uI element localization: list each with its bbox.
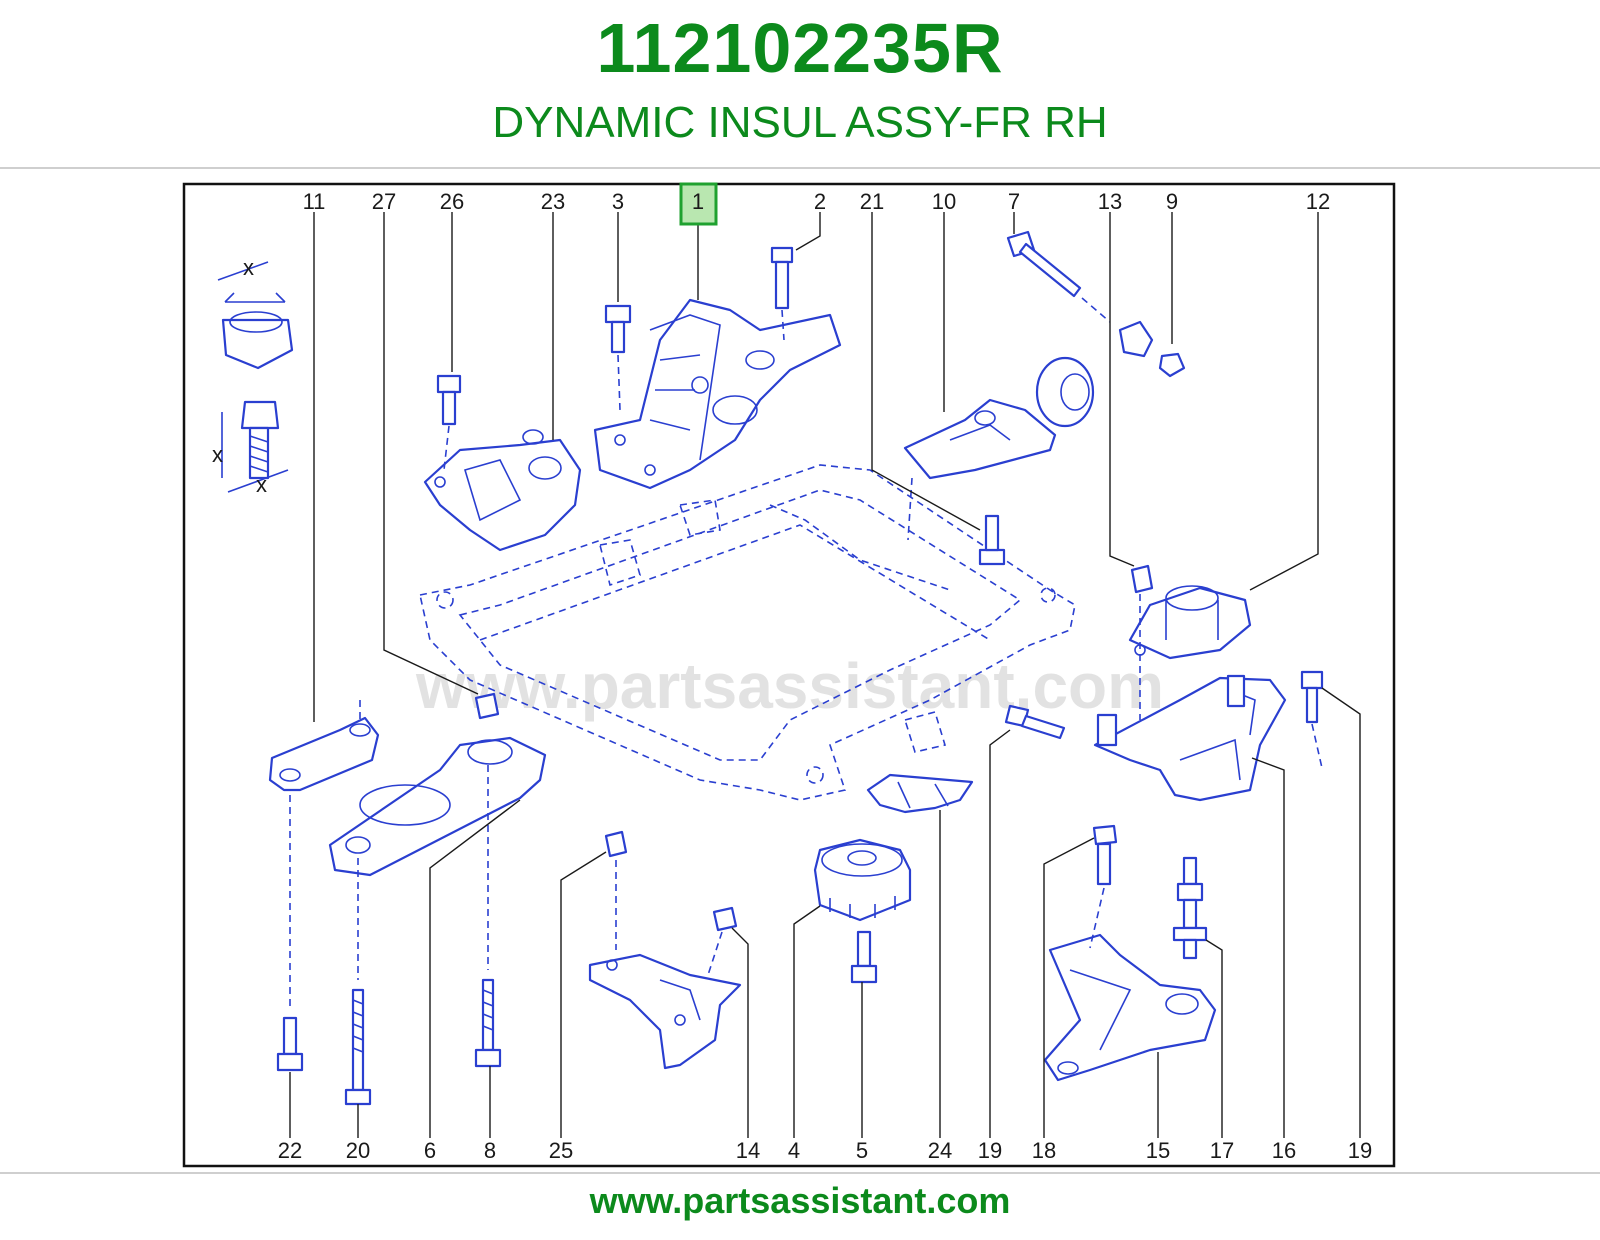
bolt-part-5[interactable] [850, 930, 878, 984]
bolt-part-21[interactable] [907, 477, 1006, 566]
bottom-callout-22-0[interactable]: 22 [278, 1138, 302, 1163]
bolt-part-8[interactable] [474, 978, 502, 1068]
bottom-callout-17-12[interactable]: 17 [1210, 1138, 1234, 1163]
top-callout-27-1[interactable]: 27 [372, 189, 396, 214]
leader-lines [289, 212, 1361, 1138]
dimension-x-label-2: x [212, 442, 223, 467]
part-name-subtitle: DYNAMIC INSUL ASSY-FR RH [492, 98, 1108, 147]
bottom-callout-14-5[interactable]: 14 [736, 1138, 760, 1163]
subframe-outline [419, 464, 1076, 801]
top-callout-12-12[interactable]: 12 [1306, 189, 1330, 214]
bracket-part-25[interactable] [588, 830, 742, 1070]
nut-part-9[interactable] [1118, 320, 1186, 378]
bottom-callout-6-2[interactable]: 6 [424, 1138, 436, 1163]
heat-shield-part-24[interactable] [866, 773, 974, 814]
bottom-callout-24-8[interactable]: 24 [928, 1138, 952, 1163]
mount-part-12[interactable] [1128, 585, 1252, 660]
mount-bracket-part-23[interactable] [423, 429, 582, 552]
bolt-part-26[interactable] [436, 374, 462, 471]
bottom-callout-4-6[interactable]: 4 [788, 1138, 800, 1163]
bushing-part-10[interactable] [1035, 356, 1095, 428]
nut-part-27[interactable] [474, 692, 500, 720]
top-callout-1-5[interactable]: 1 [692, 189, 704, 214]
top-callout-23-3[interactable]: 23 [541, 189, 565, 214]
part-number-title: 112102235R [596, 9, 1004, 87]
header-divider [0, 167, 1600, 169]
bottom-callout-25-4[interactable]: 25 [549, 1138, 573, 1163]
bottom-callout-19-9[interactable]: 19 [978, 1138, 1002, 1163]
lower-mount-part-6[interactable] [328, 736, 547, 980]
nut-part-13[interactable] [1130, 564, 1154, 720]
torque-rod-part-11[interactable] [268, 700, 380, 1010]
top-callout-7-9[interactable]: 7 [1008, 189, 1020, 214]
bottom-callout-19-14[interactable]: 19 [1348, 1138, 1372, 1163]
damper-part-4[interactable] [813, 838, 912, 922]
dimension-sketch-nut: x [217, 255, 294, 370]
top-callout-21-7[interactable]: 21 [860, 189, 884, 214]
top-callout-11-0[interactable]: 11 [303, 189, 326, 214]
bottom-callout-15-11[interactable]: 15 [1146, 1138, 1170, 1163]
highlight-box-callout-1 [679, 182, 718, 226]
watermark-text: www.partsassistant.com [415, 650, 1164, 722]
top-callout-13-10[interactable]: 13 [1098, 189, 1122, 214]
top-callout-3-4[interactable]: 3 [612, 189, 624, 214]
engine-mount-part-1[interactable] [593, 298, 842, 490]
top-callout-2-6[interactable]: 2 [814, 189, 826, 214]
arm-part-15[interactable] [1043, 933, 1217, 1082]
footer-divider [0, 1172, 1600, 1174]
top-callout-26-2[interactable]: 26 [440, 189, 464, 214]
bolt-part-18[interactable] [1089, 824, 1118, 949]
bottom-callout-row: 22 20 6 8 25 14 4 5 24 19 18 15 17 16 19 [278, 1138, 1372, 1163]
top-callout-10-8[interactable]: 10 [932, 189, 956, 214]
top-callout-9-11[interactable]: 9 [1166, 189, 1178, 214]
bolt-part-2[interactable] [770, 246, 794, 341]
bottom-callout-16-13[interactable]: 16 [1272, 1138, 1296, 1163]
footer-url[interactable]: www.partsassistant.com [589, 1180, 1011, 1221]
bolt-part-20[interactable] [344, 988, 372, 1106]
dimension-sketch-bolt: x x [212, 400, 289, 497]
bolt-part-22[interactable] [276, 1016, 304, 1072]
bottom-callout-5-7[interactable]: 5 [856, 1138, 868, 1163]
bottom-callout-20-1[interactable]: 20 [346, 1138, 370, 1163]
bottom-callout-18-10[interactable]: 18 [1032, 1138, 1056, 1163]
bolt-part-3[interactable] [604, 304, 632, 411]
bracket-part-16[interactable] [1093, 674, 1287, 802]
dimension-x-label-3: x [256, 472, 267, 497]
dimension-x-label: x [243, 255, 254, 280]
bracket-part-10[interactable] [903, 398, 1057, 480]
bolt-part-7[interactable] [1006, 230, 1111, 323]
bolt-part-19-left[interactable] [1004, 704, 1066, 740]
bottom-callout-8-3[interactable]: 8 [484, 1138, 496, 1163]
